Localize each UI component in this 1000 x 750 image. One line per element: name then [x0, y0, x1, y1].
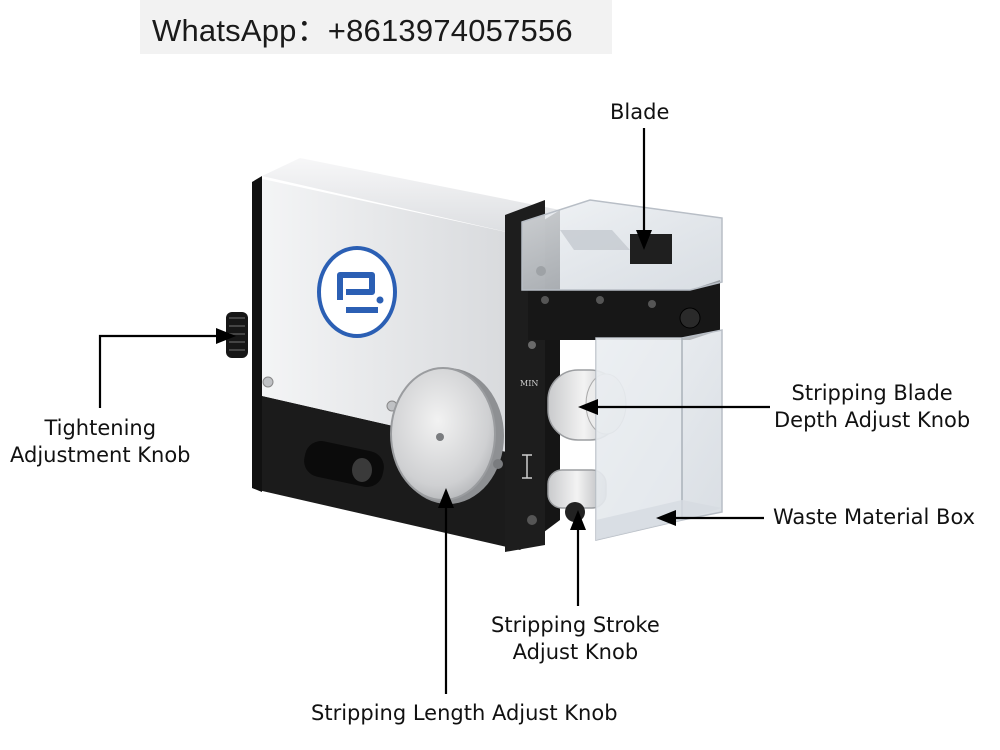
label-stroke-knob: Stripping Stroke Adjust Knob [491, 613, 660, 664]
screw-icon [262, 376, 274, 388]
brand-logo [317, 246, 397, 338]
stroke-arrowhead-icon [570, 510, 586, 530]
label-blade-depth-knob: Stripping Blade Depth Adjust Knob [774, 381, 971, 432]
panel-marking: MIN [520, 379, 538, 388]
machine-housing: MIN [226, 158, 723, 552]
waste-box-arrowhead-icon [656, 510, 676, 526]
housing-top [262, 158, 560, 235]
wire-slot-roller [352, 458, 372, 482]
stripping-length-wheel-icon [390, 367, 504, 504]
callout-arrows [98, 128, 770, 694]
label-waste-box: Waste Material Box [773, 505, 976, 529]
blade-acrylic-cover [521, 199, 723, 291]
tightening-callout-line [98, 334, 218, 408]
length-arrowhead-icon [438, 488, 454, 508]
screw-icon [527, 515, 537, 525]
whatsapp-contact-banner: WhatsApp：+8613974057556 [140, 0, 612, 54]
housing-black-base [258, 395, 520, 550]
blade-holder [528, 280, 720, 340]
whatsapp-contact-text: WhatsApp：+8613974057556 [152, 12, 573, 48]
housing-left-edge [252, 176, 262, 492]
label-blade: Blade [610, 100, 670, 124]
screw-icon [528, 341, 536, 349]
panel-symbol-icon [522, 454, 532, 479]
waste-box-icon [595, 329, 723, 541]
label-length-knob: Stripping Length Adjust Knob [311, 701, 618, 725]
tightening-knob-icon [226, 312, 248, 358]
blade-depth-arrowhead-icon [578, 399, 598, 415]
tightening-arrowhead-icon [216, 328, 236, 344]
blade-arrowhead-icon [636, 230, 652, 250]
label-tightening-knob: Tightening Adjustment Knob [10, 416, 191, 467]
